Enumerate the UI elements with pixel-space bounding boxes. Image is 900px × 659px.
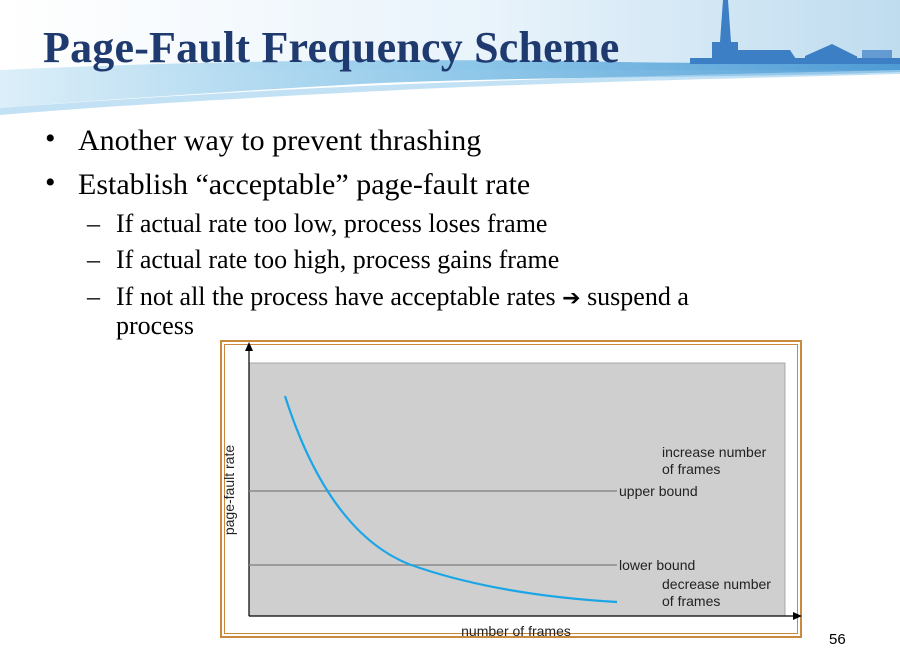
sub-bullet-text: If not all the process have acceptable r… bbox=[116, 282, 556, 311]
sub-bullet-dash: – bbox=[87, 209, 100, 238]
x-axis-label: number of frames bbox=[461, 623, 571, 638]
sub-bullet-item: – If not all the process have acceptable… bbox=[87, 282, 689, 312]
increase-label-line1: increase number bbox=[662, 444, 767, 460]
sub-bullet-item: – If actual rate too high, process gains… bbox=[87, 245, 560, 275]
figure-frame bbox=[220, 340, 802, 638]
upper-bound-label: upper bound bbox=[619, 483, 698, 499]
bullet-item: • Another way to prevent thrashing bbox=[45, 122, 482, 158]
figure-frame-inner bbox=[224, 344, 798, 634]
right-arrow-icon: ➔ bbox=[562, 286, 581, 311]
sub-bullet-text: If actual rate too low, process loses fr… bbox=[116, 209, 548, 238]
x-axis-arrowhead bbox=[793, 612, 802, 620]
church-silhouette-icon bbox=[690, 0, 900, 64]
bullet-text: Another way to prevent thrashing bbox=[78, 124, 482, 157]
sub-bullet-item: – If actual rate too low, process loses … bbox=[87, 209, 548, 239]
decrease-label-line1: decrease number bbox=[662, 576, 771, 592]
lower-bound-label: lower bound bbox=[619, 557, 695, 573]
plot-area bbox=[248, 362, 786, 617]
page-fault-curve bbox=[283, 395, 618, 604]
header-banner bbox=[0, 0, 900, 115]
bullet-dot: • bbox=[45, 122, 56, 155]
decrease-label-line2: of frames bbox=[662, 593, 720, 609]
sub-bullet-continuation: process bbox=[116, 311, 194, 340]
slide-title: Page-Fault Frequency Scheme bbox=[43, 23, 620, 72]
sub-bullet-dash: – bbox=[87, 282, 100, 311]
sub-bullet-text-cont: suspend a bbox=[587, 282, 689, 311]
increase-label-line2: of frames bbox=[662, 461, 720, 477]
sub-bullet-dash: – bbox=[87, 245, 100, 274]
bullet-text: Establish “acceptable” page-fault rate bbox=[78, 168, 531, 201]
bullet-item: • Establish “acceptable” page-fault rate bbox=[45, 166, 531, 202]
bullet-dot: • bbox=[45, 166, 56, 199]
page-fault-diagram: increase number of frames upper bound lo… bbox=[221, 342, 802, 638]
y-axis-label: page-fault rate bbox=[221, 445, 237, 535]
y-axis-arrowhead bbox=[245, 342, 253, 351]
slide-number: 56 bbox=[829, 631, 846, 648]
sub-bullet-text: If actual rate too high, process gains f… bbox=[116, 245, 560, 274]
